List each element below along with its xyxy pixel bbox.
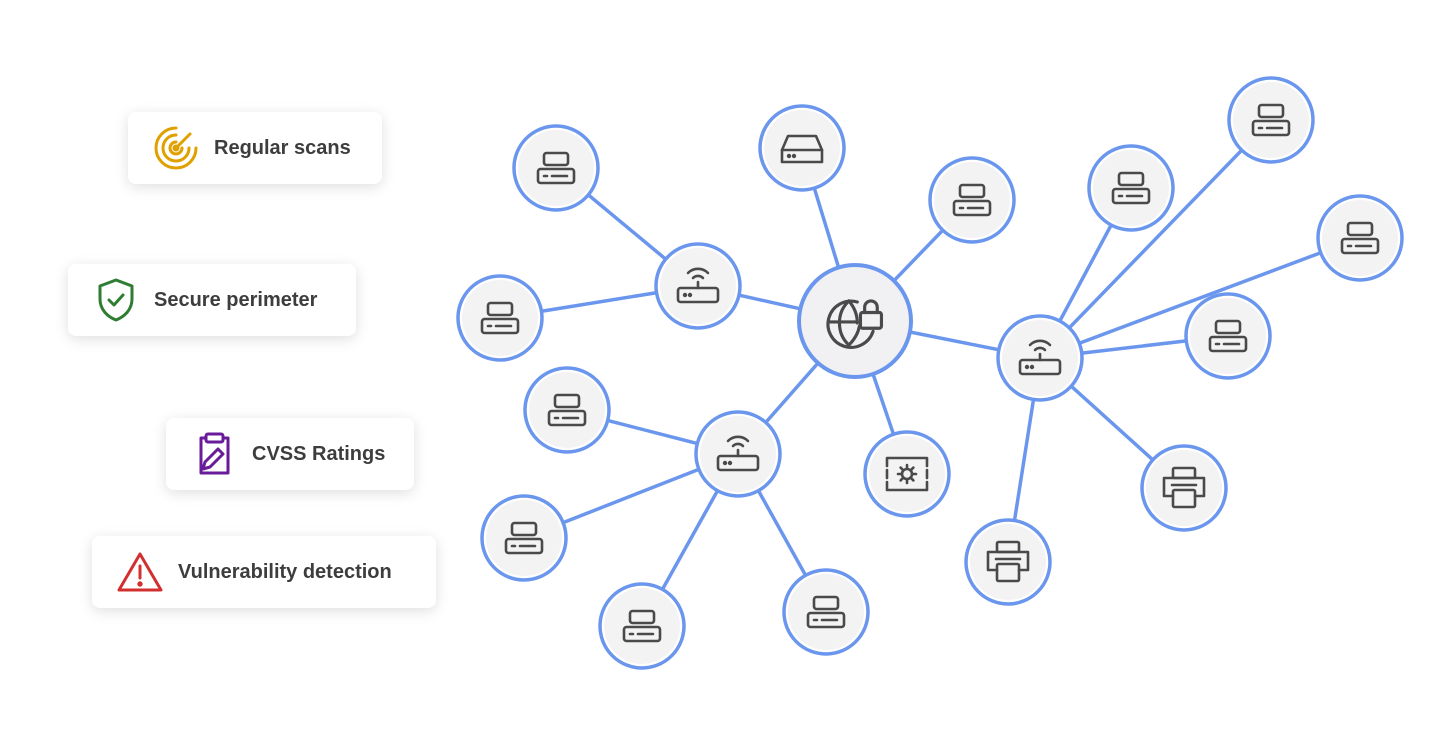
node-printer-b <box>964 518 1052 606</box>
link-router-right-server-right-b <box>1038 118 1273 360</box>
node-router-bottom <box>694 410 782 498</box>
storage-drive-icon <box>780 134 824 164</box>
node-server-right-c <box>1316 194 1404 282</box>
node-server-top-center <box>928 156 1016 244</box>
link-router-right-server-right-c <box>1039 236 1361 360</box>
node-internet <box>797 263 913 379</box>
node-server-right-a <box>1087 144 1175 232</box>
node-storage <box>758 104 846 192</box>
radar-icon <box>152 124 200 172</box>
node-server-bottom-c <box>598 582 686 670</box>
server-icon <box>480 301 520 335</box>
node-fill <box>764 110 840 186</box>
printer-icon <box>1162 466 1206 509</box>
warning-icon <box>116 548 164 596</box>
node-server-right-b <box>1227 76 1315 164</box>
router-icon <box>1018 339 1062 376</box>
shield-check-icon <box>92 276 140 324</box>
node-server-bottom-d <box>782 568 870 656</box>
globe-lock-icon <box>826 299 884 349</box>
clipboard-edit-icon <box>190 430 238 478</box>
printer-icon <box>986 540 1030 583</box>
feature-card-secure-perimeter: Secure perimeter <box>68 264 356 336</box>
server-icon <box>622 609 662 643</box>
server-icon <box>1111 171 1151 205</box>
server-icon <box>806 595 846 629</box>
node-router-right <box>996 314 1084 402</box>
feature-label: Secure perimeter <box>154 288 318 311</box>
node-router-left <box>654 242 742 330</box>
server-icon <box>547 393 587 427</box>
feature-card-vulnerability-detection: Vulnerability detection <box>92 536 436 608</box>
server-icon <box>1251 103 1291 137</box>
feature-card-regular-scans: Regular scans <box>128 112 382 184</box>
node-fill <box>869 436 945 512</box>
node-server-right-d <box>1184 292 1272 380</box>
node-server-bottom-b <box>480 494 568 582</box>
feature-card-cvss-ratings: CVSS Ratings <box>166 418 414 490</box>
node-fill <box>970 524 1046 600</box>
node-server-left-top <box>512 124 600 212</box>
server-icon <box>504 521 544 555</box>
server-icon <box>952 183 992 217</box>
node-server-left-mid <box>456 274 544 362</box>
node-fill <box>1146 450 1222 526</box>
node-printer-a <box>1140 444 1228 532</box>
feature-label: CVSS Ratings <box>252 442 386 465</box>
node-settings-panel <box>863 430 951 518</box>
node-server-bottom-a <box>523 366 611 454</box>
server-icon <box>536 151 576 185</box>
network-nodes <box>456 76 1404 670</box>
router-icon <box>716 435 760 472</box>
server-icon <box>1208 319 1248 353</box>
feature-label: Vulnerability detection <box>178 560 392 583</box>
server-icon <box>1340 221 1380 255</box>
feature-label: Regular scans <box>214 136 351 159</box>
router-icon <box>676 267 720 304</box>
settings-panel-icon <box>885 456 929 492</box>
